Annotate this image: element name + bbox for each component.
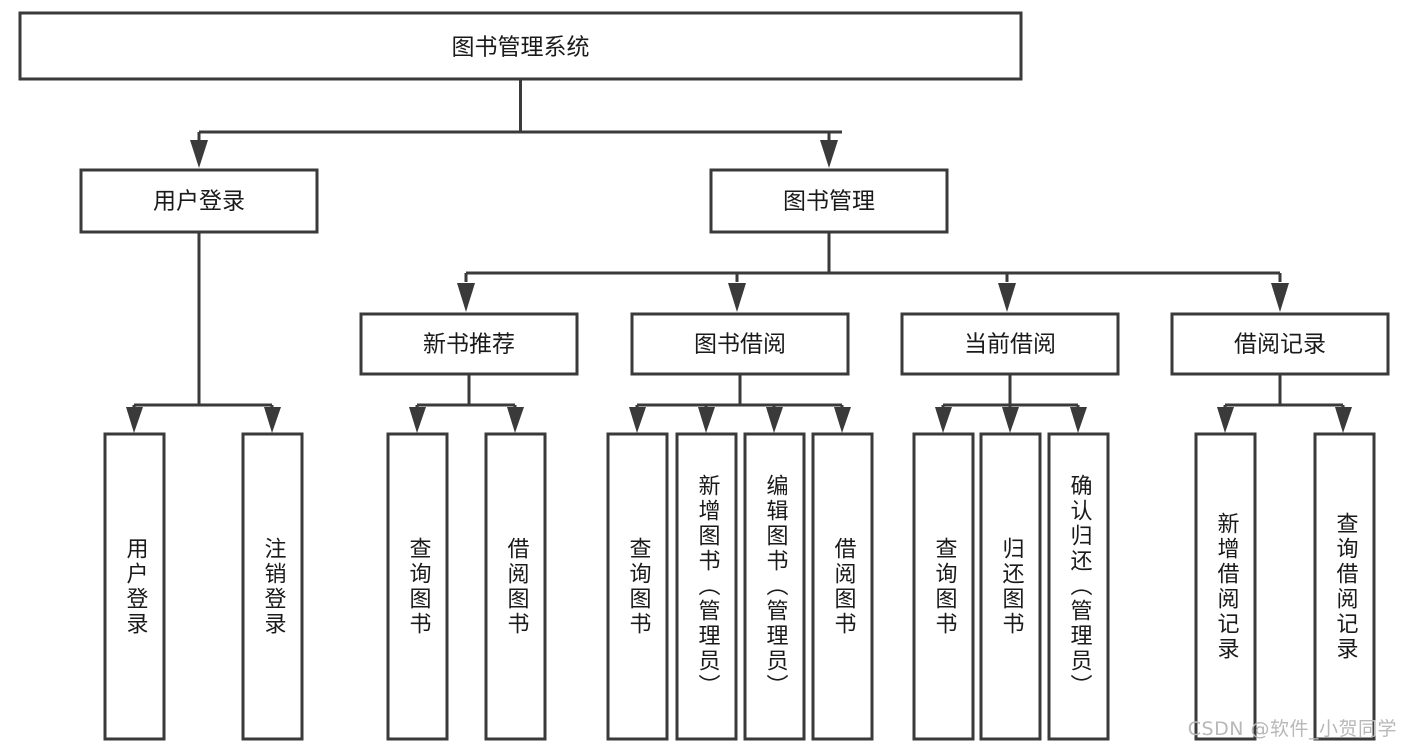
node-root-box[interactable]: [18, 11, 1023, 81]
arrow-head-leaf-borrow-book-1: [507, 407, 524, 433]
csdn-watermark: CSDN @软件_小贺同学: [1187, 718, 1397, 740]
node-root-label: 图书管理系统: [452, 35, 590, 61]
node-user-login[interactable]: 用户登录: [79, 168, 319, 234]
connector-group-user-login: [126, 232, 281, 433]
connector-group-borrow-record: [1217, 374, 1352, 433]
leaf-box-add-book[interactable]: [675, 432, 738, 741]
node-user-login-box[interactable]: [79, 168, 319, 234]
node-book-borrow-label: 图书借阅: [694, 332, 786, 358]
leaf-box-borrow-book-1[interactable]: [484, 432, 547, 741]
connector-group-current-borrow: [935, 374, 1087, 433]
leaf-box-confirm-return[interactable]: [1047, 432, 1110, 741]
node-borrow-record-box[interactable]: [1170, 312, 1390, 376]
node-new-book-rec-box[interactable]: [359, 312, 579, 376]
arrow-head-book-borrow: [728, 283, 746, 312]
node-book-borrow[interactable]: 图书借阅: [630, 312, 850, 376]
node-book-manage-label: 图书管理: [783, 189, 875, 215]
node-borrow-record-label: 借阅记录: [1234, 332, 1326, 358]
node-new-book-rec[interactable]: 新书推荐: [359, 312, 579, 376]
arrow-head-leaf-query-record: [1335, 407, 1352, 433]
arrow-head-leaf-user-logout: [264, 407, 281, 433]
leaf-box-query-book-2[interactable]: [606, 432, 669, 741]
arrow-head-leaf-borrow-book-2: [834, 407, 851, 433]
node-root[interactable]: 图书管理系统: [18, 11, 1023, 81]
arrow-head-leaf-add-record: [1217, 407, 1234, 433]
arrow-head-new-book-rec: [457, 283, 475, 312]
node-current-borrow[interactable]: 当前借阅: [900, 312, 1120, 376]
node-current-borrow-box[interactable]: [900, 312, 1120, 376]
leaf-box-query-book-3[interactable]: [912, 432, 975, 741]
connector-group-book-manage: [457, 232, 1289, 312]
node-book-manage-box[interactable]: [709, 168, 949, 234]
node-book-borrow-box[interactable]: [630, 312, 850, 376]
leaf-box-return-book[interactable]: [979, 432, 1042, 741]
leaf-box-borrow-book-2[interactable]: [811, 432, 874, 741]
leaf-box-user-logout[interactable]: [241, 432, 304, 741]
node-current-borrow-label: 当前借阅: [964, 332, 1056, 358]
arrow-head-leaf-query-book-3: [935, 407, 952, 433]
arrow-head-borrow-record: [1271, 283, 1289, 312]
arrow-head-leaf-return-book: [1002, 407, 1019, 433]
arrow-head-leaf-user-login: [126, 407, 143, 433]
node-borrow-record[interactable]: 借阅记录: [1170, 312, 1390, 376]
node-user-login-label: 用户登录: [153, 189, 245, 215]
connector-group-root: [190, 79, 842, 168]
leaf-box-query-book-1[interactable]: [386, 432, 449, 741]
leaf-box-edit-book[interactable]: [743, 432, 806, 741]
arrow-head-current-borrow: [998, 283, 1016, 312]
arrow-head-leaf-edit-book: [766, 407, 783, 433]
arrow-head-book-manage: [820, 140, 838, 168]
arrow-head-leaf-confirm-return: [1070, 407, 1087, 433]
leaf-box-add-record[interactable]: [1194, 432, 1257, 741]
node-book-manage[interactable]: 图书管理: [709, 168, 949, 234]
leaf-box-query-record[interactable]: [1313, 432, 1376, 741]
node-new-book-rec-label: 新书推荐: [423, 332, 515, 358]
arrow-head-user-login: [190, 140, 208, 168]
arrow-head-leaf-query-book-1: [409, 407, 426, 433]
arrow-head-leaf-add-book: [698, 407, 715, 433]
leaf-box-user-login[interactable]: [103, 432, 166, 741]
arrow-head-leaf-query-book-2: [629, 407, 646, 433]
connector-group-book-borrow: [629, 374, 851, 433]
leaf-boxes-group: [103, 432, 1376, 741]
connector-group-new-book-rec: [409, 374, 524, 433]
